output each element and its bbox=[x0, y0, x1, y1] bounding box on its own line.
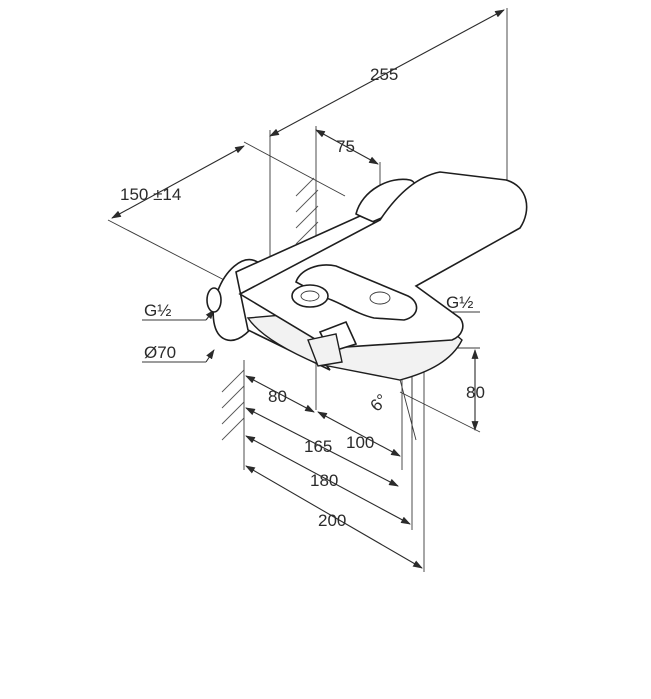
dim-150: 150 ±14 bbox=[120, 185, 181, 204]
wall-hatch-top bbox=[295, 177, 319, 245]
dim-angle: 6° bbox=[367, 390, 392, 415]
dim-thread-right: G½ bbox=[446, 293, 473, 312]
dim-180: 180 bbox=[310, 471, 338, 490]
dim-200: 200 bbox=[318, 511, 346, 530]
dim-height: 80 bbox=[466, 383, 485, 402]
dimension-lines bbox=[111, 9, 505, 569]
extension-lines bbox=[107, 8, 508, 572]
dim-255: 255 bbox=[370, 65, 398, 84]
dim-thread-left: G½ bbox=[144, 301, 171, 320]
dim-165: 165 bbox=[304, 437, 332, 456]
faucet-body bbox=[206, 171, 528, 381]
dim-diameter: Ø70 bbox=[144, 343, 176, 362]
wall-hatch-bottom bbox=[221, 369, 245, 441]
dim-100: 100 bbox=[346, 433, 374, 452]
dim-80: 80 bbox=[268, 387, 287, 406]
dim-75: 75 bbox=[336, 137, 355, 156]
